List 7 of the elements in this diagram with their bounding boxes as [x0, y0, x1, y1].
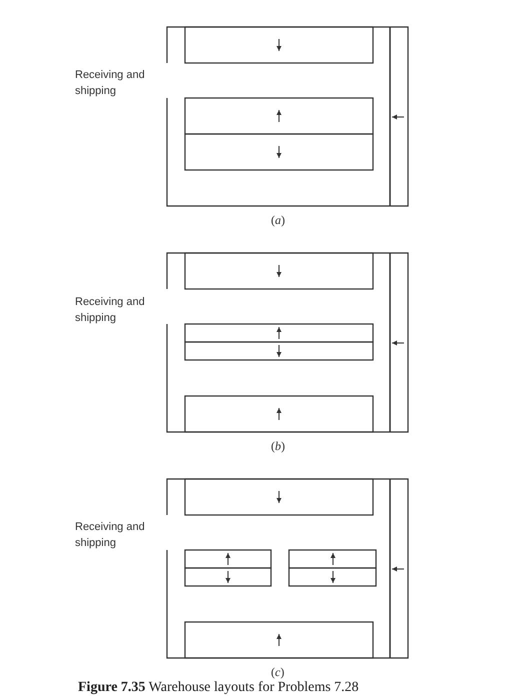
figure-caption: Figure 7.35 Warehouse layouts for Problems 7.28: [78, 680, 359, 696]
panel-label: (b): [271, 438, 285, 454]
area-label: Receiving and shipping: [75, 520, 146, 551]
panel-label: (a): [271, 212, 285, 228]
area-label: Receiving and shipping: [75, 295, 146, 326]
area-label: Receiving and shipping: [75, 68, 146, 99]
panel-label: (c): [271, 664, 284, 680]
